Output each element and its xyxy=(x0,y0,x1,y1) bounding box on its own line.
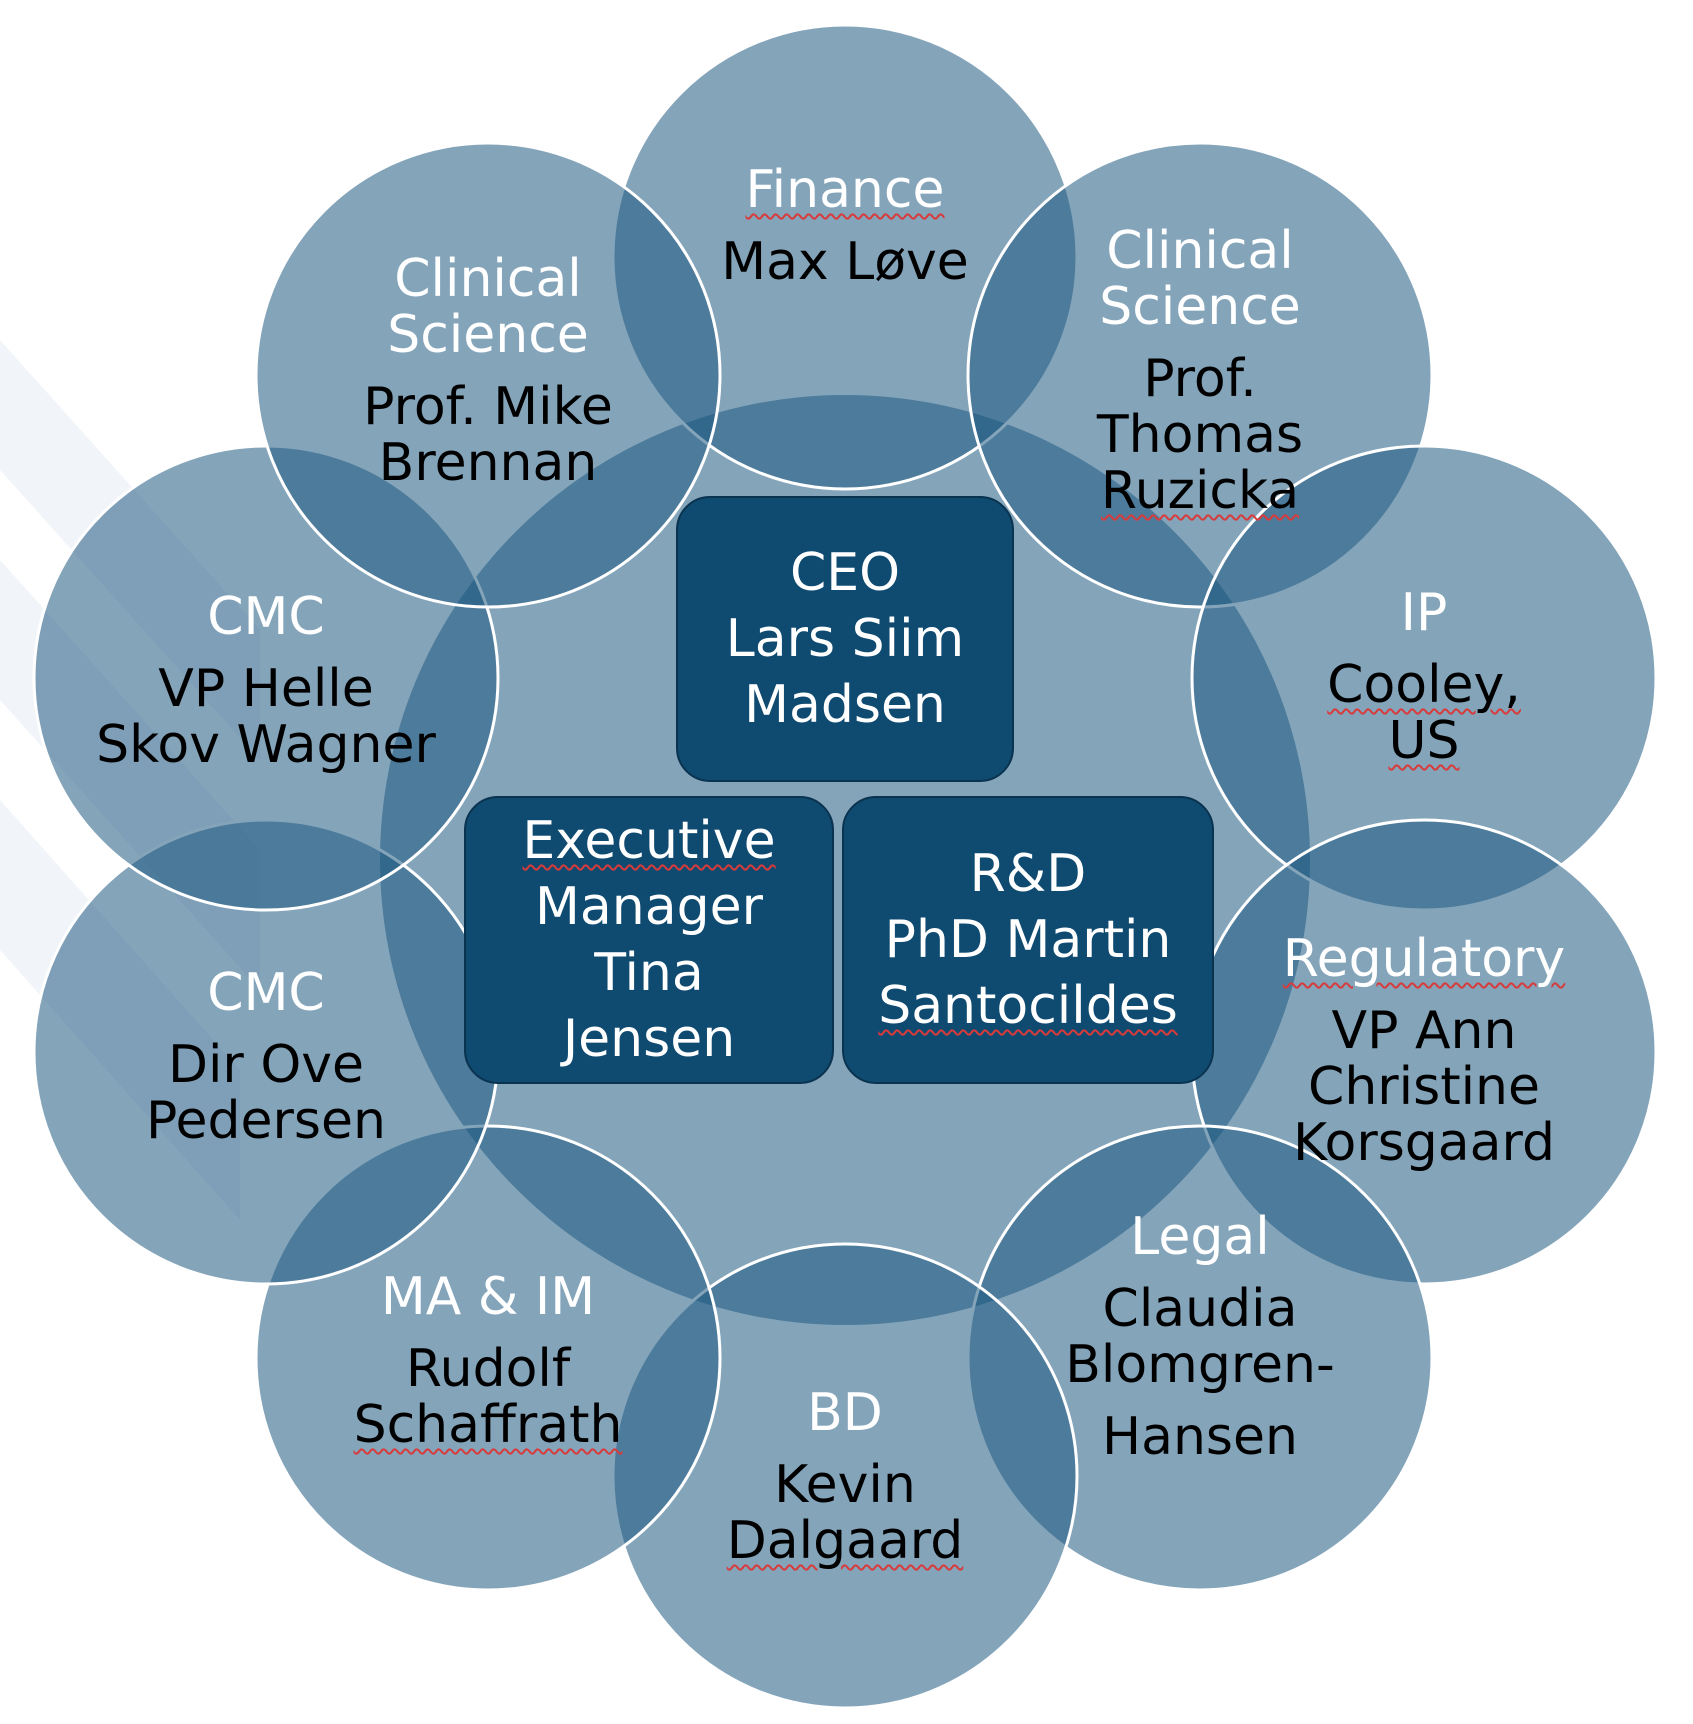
ceo-name-line2: Madsen xyxy=(744,675,946,735)
cmc-upper-dept: CMC xyxy=(207,587,325,647)
ip-dept: IP xyxy=(1400,583,1448,643)
regulatory-label: Regulatory VP Ann Christine Korsgaard xyxy=(1283,929,1565,1171)
legal-person3: Hansen xyxy=(1102,1407,1298,1467)
clinical-science-right-dept1: Clinical xyxy=(1106,221,1294,281)
legal-person1: Claudia xyxy=(1102,1279,1298,1339)
legal-dept: Legal xyxy=(1130,1207,1270,1267)
ceo-title: CEO xyxy=(789,543,901,603)
finance-label: Finance Max Løve xyxy=(721,160,969,290)
bd-person2: Dalgaard xyxy=(726,1511,964,1571)
clinical-science-left-person2: Brennan xyxy=(378,433,598,493)
finance-dept: Finance xyxy=(745,160,945,220)
cmc-lower-label: CMC Dir Ove Pedersen xyxy=(146,963,386,1149)
regulatory-person2: Christine xyxy=(1308,1057,1540,1117)
cmc-upper-person1: VP Helle xyxy=(158,659,374,719)
clinical-science-right-person1: Prof. xyxy=(1143,349,1257,409)
clinical-science-left-person1: Prof. Mike xyxy=(363,377,613,437)
rnd-box: R&D PhD Martin Santocildes xyxy=(842,796,1214,1084)
legal-person2: Blomgren- xyxy=(1065,1335,1335,1395)
clinical-science-left-dept1: Clinical xyxy=(394,249,582,309)
rnd-line2: Santocildes xyxy=(878,976,1178,1036)
ma-im-person2: Schaffrath xyxy=(353,1395,623,1455)
ceo-box: CEO Lars Siim Madsen xyxy=(676,496,1014,782)
cmc-lower-person1: Dir Ove xyxy=(167,1035,365,1095)
clinical-science-right-dept2: Science xyxy=(1099,277,1301,337)
regulatory-person3: Korsgaard xyxy=(1292,1113,1556,1173)
ma-im-dept: MA & IM xyxy=(380,1267,596,1327)
bd-dept: BD xyxy=(807,1383,883,1443)
clinical-science-left-label: Clinical Science Prof. Mike Brennan xyxy=(363,249,613,491)
ma-im-person1: Rudolf xyxy=(405,1339,571,1399)
rnd-title: R&D xyxy=(969,844,1087,904)
cmc-lower-dept: CMC xyxy=(207,963,325,1023)
executive-line1: Executive xyxy=(522,811,776,871)
regulatory-person1: VP Ann xyxy=(1331,1001,1517,1061)
finance-person: Max Løve xyxy=(721,232,969,292)
executive-line2: Manager xyxy=(535,877,763,937)
clinical-science-left-dept2: Science xyxy=(387,305,589,365)
clinical-science-left-circle xyxy=(254,141,722,609)
cmc-lower-person2: Pedersen xyxy=(146,1091,386,1151)
cmc-upper-person2: Skov Wagner xyxy=(96,715,436,775)
clinical-science-right-person3: Ruzicka xyxy=(1100,461,1300,521)
rnd-line1: PhD Martin xyxy=(884,910,1172,970)
bd-label: BD Kevin Dalgaard xyxy=(727,1383,964,1569)
bd-person1: Kevin xyxy=(774,1455,916,1515)
clinical-science-right-label: Clinical Science Prof. Thomas Ruzicka xyxy=(1097,221,1303,519)
regulatory-dept: Regulatory xyxy=(1282,929,1566,989)
executive-line3: Tina xyxy=(594,943,704,1003)
ceo-name-line1: Lars Siim xyxy=(725,609,965,669)
executive-line4: Jensen xyxy=(562,1009,736,1069)
ip-person: Cooley, US xyxy=(1327,655,1521,771)
legal-label: Legal Claudia Blomgren- Hansen xyxy=(1065,1207,1335,1465)
clinical-science-right-person2: Thomas xyxy=(1096,405,1304,465)
cmc-upper-label: CMC VP Helle Skov Wagner xyxy=(96,587,436,773)
ip-label: IP Cooley, US xyxy=(1290,583,1559,769)
ma-im-label: MA & IM Rudolf Schaffrath xyxy=(354,1267,623,1453)
executive-manager-box: Executive Manager Tina Jensen xyxy=(464,796,834,1084)
